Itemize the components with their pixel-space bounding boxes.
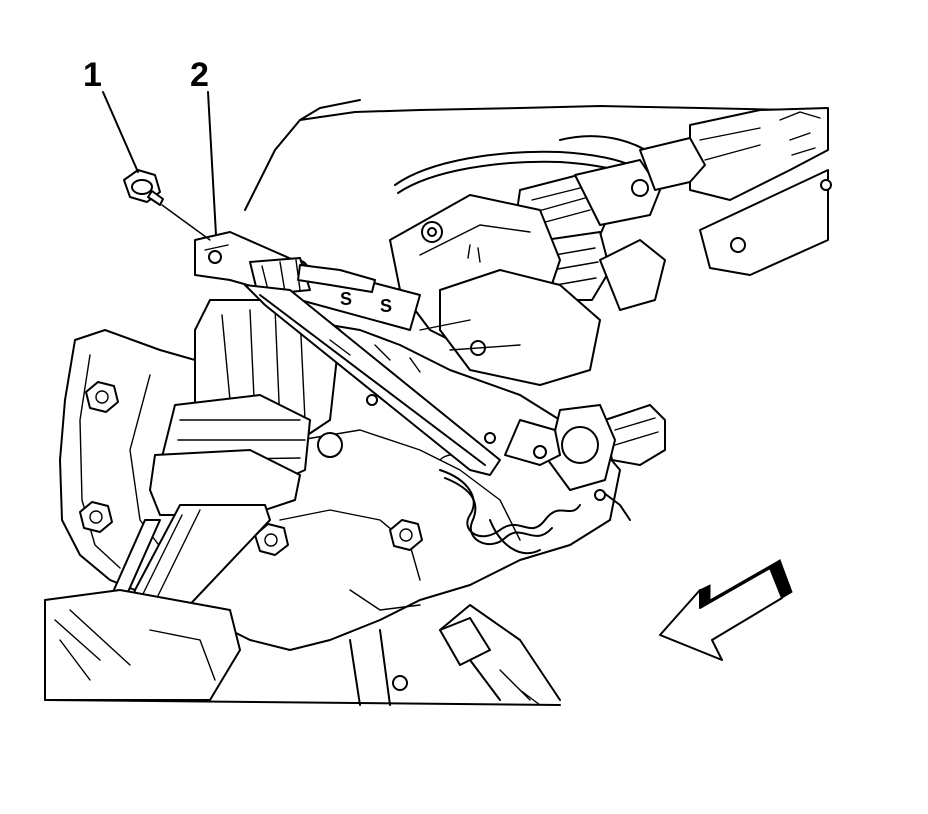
bolt-head	[389, 519, 423, 551]
callout-number-2: 2	[190, 56, 209, 94]
bolt-head	[85, 381, 119, 413]
steering-shaft	[104, 299, 341, 616]
lower-wire-harness	[439, 454, 581, 555]
harness-bracket: S S	[194, 231, 561, 476]
column-upper-housing	[244, 99, 832, 276]
bracket-bolt	[123, 169, 211, 241]
side-connector	[547, 404, 666, 521]
callout-leaders	[102, 91, 217, 236]
leader-line-2	[207, 91, 217, 236]
lower-chassis	[44, 604, 561, 706]
lower-left-panel	[44, 589, 241, 701]
svg-text:S: S	[380, 296, 392, 316]
svg-text:S: S	[340, 289, 352, 309]
direction-arrow-icon	[659, 559, 793, 661]
stud	[317, 432, 343, 458]
switch-module	[389, 194, 666, 386]
stud	[392, 675, 408, 691]
leader-line-1	[102, 91, 139, 173]
callout-number-1: 1	[83, 56, 102, 94]
bolt-head	[79, 501, 113, 533]
bolt-head	[254, 523, 289, 556]
